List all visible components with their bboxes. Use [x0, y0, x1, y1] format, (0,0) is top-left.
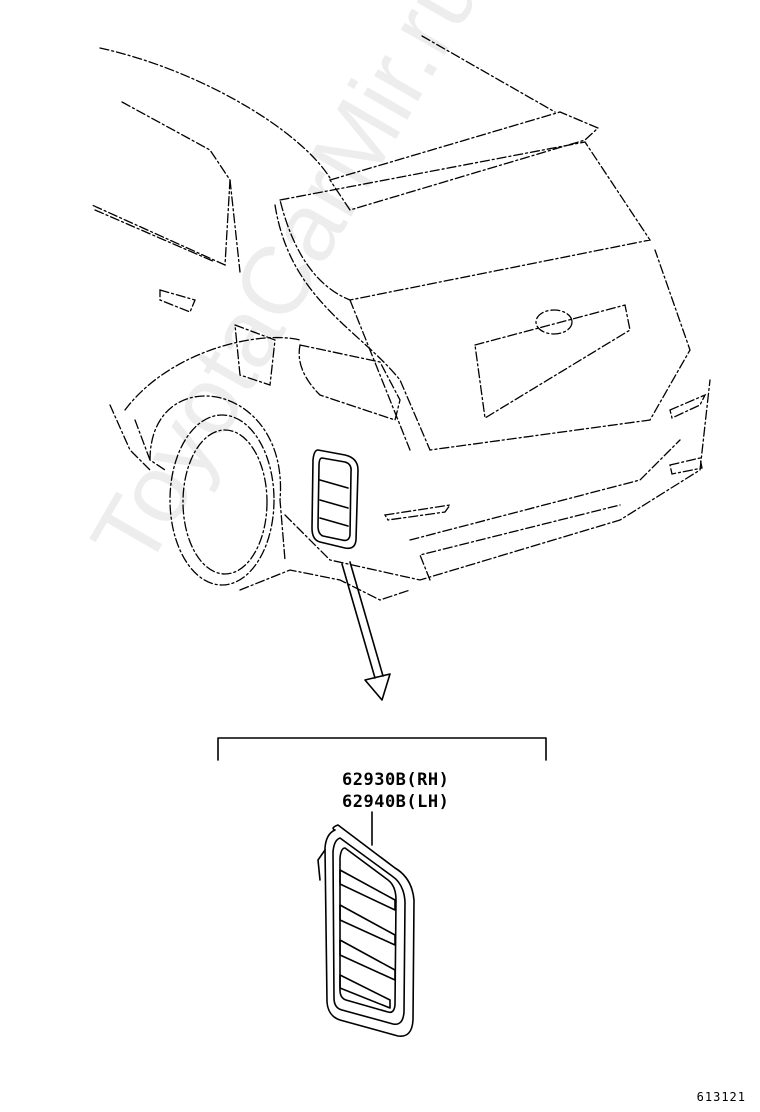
- part-number: 62930B: [342, 770, 407, 790]
- part-side: (RH): [406, 770, 450, 790]
- figure-id: 613121: [696, 1090, 746, 1104]
- part-number: 62940B: [342, 792, 407, 812]
- part-side: (LH): [406, 792, 450, 812]
- part-number-lh: 62940B(LH): [342, 792, 449, 812]
- quarter-vent-louver-part: [317, 824, 415, 1037]
- part-bracket: [217, 737, 547, 761]
- vent-location-on-car: [311, 449, 359, 550]
- callout-arrow: [341, 561, 391, 701]
- car-body-outline: [91, 35, 711, 601]
- part-number-rh: 62930B(RH): [342, 770, 449, 790]
